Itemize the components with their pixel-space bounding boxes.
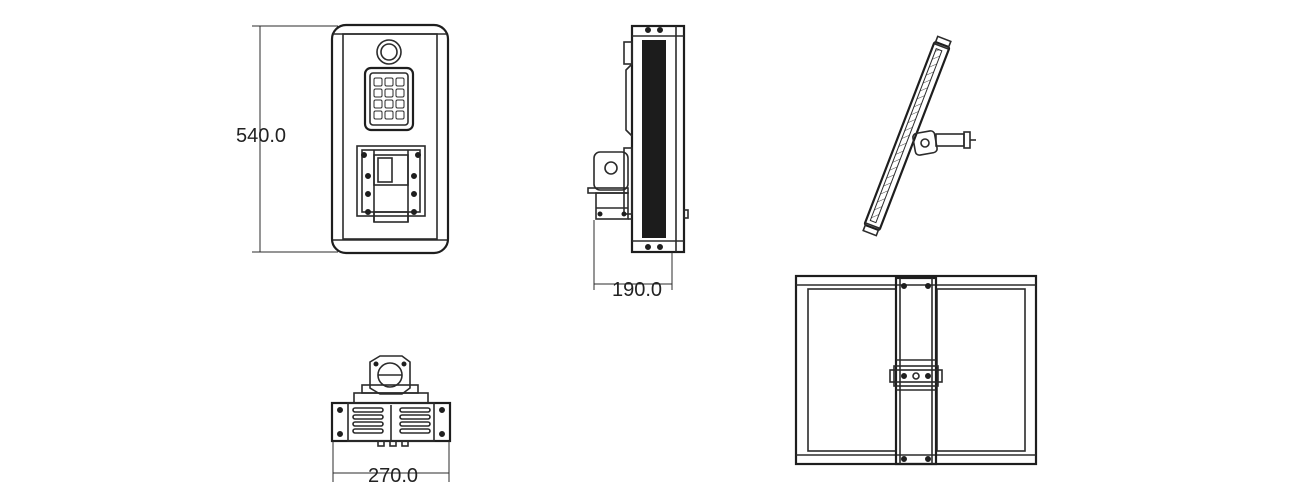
top-right-panel: [936, 288, 1026, 452]
top-clamp: [889, 365, 943, 387]
front-mount-bracket: [356, 145, 426, 223]
top-left-panel: [807, 288, 897, 452]
top-center-rail: [894, 276, 938, 466]
side-mount-bracket: [587, 147, 633, 220]
width-dimension-label: 270.0: [368, 465, 418, 487]
sensor-icon: [376, 39, 402, 65]
side-housing: [630, 24, 686, 254]
width-dimension-line: [332, 441, 450, 482]
top-view: [794, 274, 1038, 466]
depth-dimension-line: [593, 220, 673, 290]
front-housing: [330, 23, 450, 255]
angled-view: [862, 35, 976, 237]
side-view: 190.0: [587, 24, 689, 301]
led-module: [363, 66, 415, 132]
bottom-mount-bracket: [353, 355, 429, 404]
front-view: 540.0: [236, 23, 450, 255]
side-battery-box: [623, 41, 633, 65]
depth-dimension-label: 190.0: [612, 279, 662, 301]
bottom-view: 270.0: [330, 355, 452, 487]
height-dimension-label: 540.0: [236, 125, 286, 147]
angled-bracket: [912, 130, 976, 156]
side-heatsink: [642, 40, 666, 238]
vent-slots: [352, 407, 431, 434]
height-dimension-line: [252, 25, 338, 253]
